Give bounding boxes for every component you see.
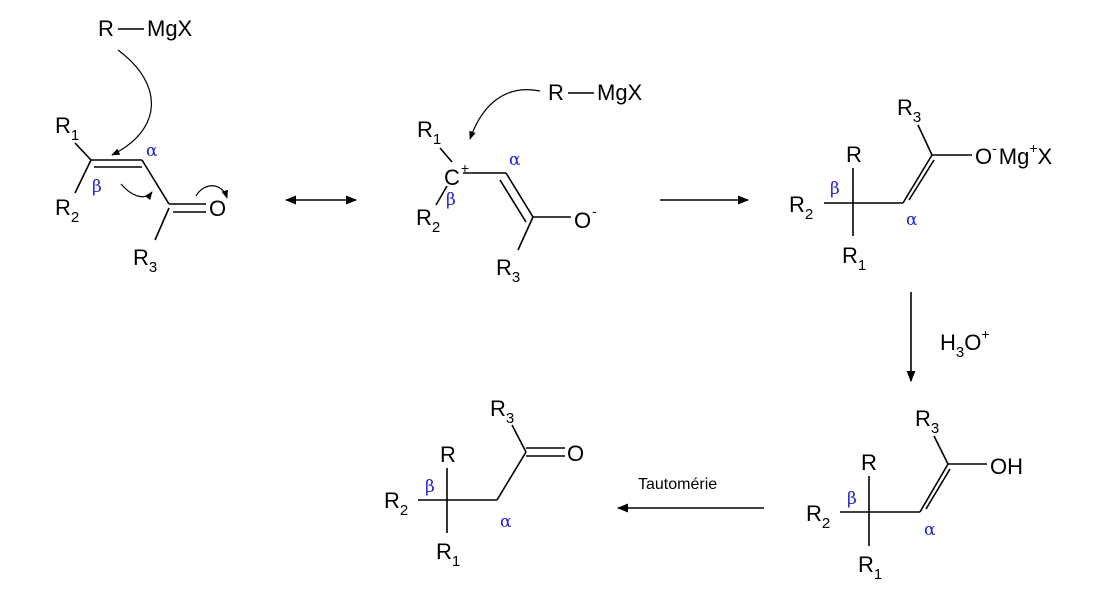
r2-label-5: R2 xyxy=(384,488,408,519)
r2-label: R2 xyxy=(55,195,79,226)
r2-label-2: R2 xyxy=(416,205,440,236)
carbocation-label: C+ xyxy=(444,160,469,190)
ca-carbonyl-bond xyxy=(496,451,527,501)
r1-label: R1 xyxy=(55,113,79,144)
r1-label-3: R1 xyxy=(842,243,866,274)
r-label-5: R xyxy=(440,442,456,467)
electron-push-arrow-2 xyxy=(195,185,228,199)
r3-label-5: R3 xyxy=(490,396,514,427)
beta-label-2: β xyxy=(446,190,456,210)
r3-bond-5 xyxy=(511,424,527,453)
grignard-mgx-label: MgX xyxy=(147,16,193,41)
enolate-double-a xyxy=(505,172,534,218)
alpha-label-4: α xyxy=(924,520,936,540)
beta-label-1: β xyxy=(92,177,102,197)
alpha-label-5: α xyxy=(500,512,512,532)
omgx-label: O-Mg+X xyxy=(975,140,1053,169)
tautomerism-label: Tautomérie xyxy=(638,476,717,493)
r-label-4: R xyxy=(861,450,877,475)
magnesium-enolate-structure: R3 R R2 R1 O-Mg+X α β xyxy=(789,95,1053,274)
enolate-double-b xyxy=(499,179,527,223)
enone-structure: R MgX R1 R2 R3 O α β xyxy=(55,16,228,276)
ketone-product-structure: R3 R R2 R1 O α β xyxy=(384,396,584,570)
r2-bond-2 xyxy=(435,185,448,206)
beta-label-5: β xyxy=(425,477,435,497)
c-carbonyl-bond xyxy=(141,159,170,205)
r2-label-3: R2 xyxy=(789,192,813,223)
r1-label-5: R1 xyxy=(436,539,460,570)
alpha-label-1: α xyxy=(146,141,158,161)
r2-bond xyxy=(74,159,92,194)
r1-label-4: R1 xyxy=(858,552,882,583)
attack-arrow-2 xyxy=(469,89,541,140)
alpha-label-3: α xyxy=(906,210,918,230)
enol-double-b xyxy=(925,468,951,510)
grignard-r-label: R xyxy=(98,16,114,41)
h3o-label: H3O+ xyxy=(940,326,990,361)
beta-label-3: β xyxy=(830,179,840,199)
r3-bond-2 xyxy=(517,216,534,251)
r-label-3: R xyxy=(846,142,862,167)
r3-bond-3 xyxy=(917,124,933,156)
r3-bond-4 xyxy=(933,435,949,465)
electron-push-arrow-1 xyxy=(120,183,153,201)
ketone-oxygen-label: O xyxy=(567,441,584,466)
r3-label-2: R3 xyxy=(496,255,520,286)
enolate-double-a-3 xyxy=(902,154,933,204)
oxide-label: O- xyxy=(574,203,597,233)
enolate-double-b-3 xyxy=(908,159,935,201)
r3-bond xyxy=(154,207,170,241)
resonance-structure: R MgX R1 C+ R2 R3 O- α β xyxy=(416,80,643,286)
grignard-mgx-label-2: MgX xyxy=(597,80,643,105)
r3-label-3: R3 xyxy=(897,95,921,126)
attack-arrow-1 xyxy=(111,49,153,156)
r1-bond xyxy=(74,142,92,161)
r2-label-4: R2 xyxy=(806,501,830,532)
alpha-label-2: α xyxy=(509,150,521,170)
r1-bond-2 xyxy=(439,147,453,163)
r3-label: R3 xyxy=(133,245,157,276)
r1-label-2: R1 xyxy=(417,117,441,148)
beta-label-4: β xyxy=(847,489,857,509)
r3-label-4: R3 xyxy=(915,406,939,437)
oh-label: OH xyxy=(990,454,1023,479)
grignard-r-label-2: R xyxy=(548,80,564,105)
oxygen-label: O xyxy=(209,196,226,221)
enol-structure: R3 R R2 R1 OH α β xyxy=(806,406,1023,583)
enol-double-a xyxy=(919,463,949,513)
